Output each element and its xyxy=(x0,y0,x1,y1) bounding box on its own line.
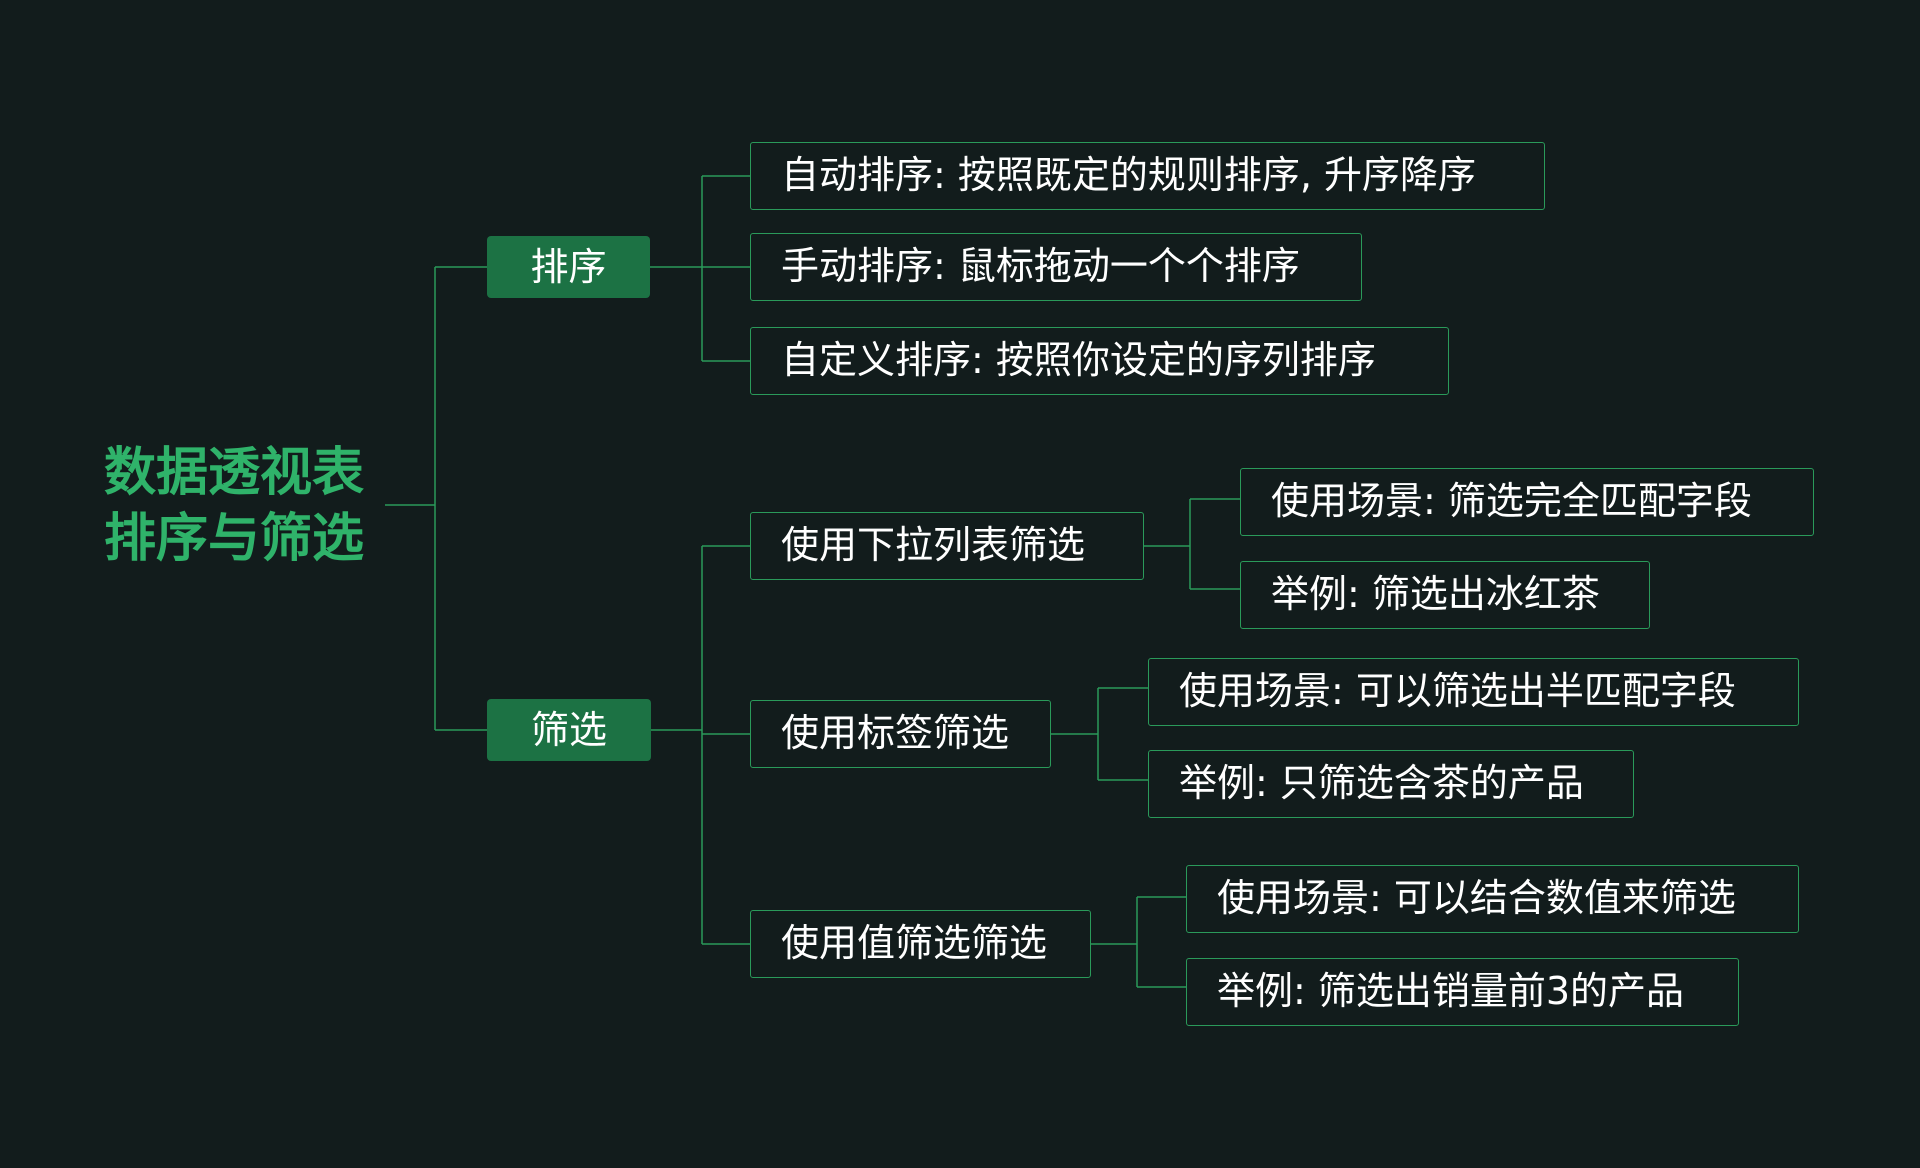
connector-dropdown xyxy=(1144,498,1240,590)
leaf-value-scenario[interactable]: 使用场景: 可以结合数值来筛选 xyxy=(1186,865,1799,933)
node-value-filter[interactable]: 使用值筛选筛选 xyxy=(750,910,1091,978)
leaf-dropdown-scenario[interactable]: 使用场景: 筛选完全匹配字段 xyxy=(1240,468,1814,536)
node-dropdown-filter[interactable]: 使用下拉列表筛选 xyxy=(750,512,1144,580)
leaf-label-scenario[interactable]: 使用场景: 可以筛选出半匹配字段 xyxy=(1148,658,1799,726)
connector-value-filter xyxy=(1091,896,1186,988)
connector-filter xyxy=(651,545,750,945)
leaf-value-example[interactable]: 举例: 筛选出销量前3的产品 xyxy=(1186,958,1739,1026)
branch-filter[interactable]: 筛选 xyxy=(487,699,651,761)
branch-sort[interactable]: 排序 xyxy=(487,236,650,298)
connector-label-filter xyxy=(1051,687,1148,781)
leaf-auto-sort[interactable]: 自动排序: 按照既定的规则排序, 升序降序 xyxy=(750,142,1545,210)
connector-root xyxy=(385,266,487,731)
root-topic-line1: 数据透视表 xyxy=(104,443,365,503)
root-topic[interactable]: 数据透视表 排序与筛选 xyxy=(104,440,394,572)
leaf-label-example[interactable]: 举例: 只筛选含茶的产品 xyxy=(1148,750,1634,818)
connector-sort xyxy=(650,175,750,362)
leaf-manual-sort[interactable]: 手动排序: 鼠标拖动一个个排序 xyxy=(750,233,1362,301)
node-label-filter[interactable]: 使用标签筛选 xyxy=(750,700,1051,768)
root-topic-line2: 排序与筛选 xyxy=(104,509,365,569)
leaf-dropdown-example[interactable]: 举例: 筛选出冰红茶 xyxy=(1240,561,1650,629)
leaf-custom-sort[interactable]: 自定义排序: 按照你设定的序列排序 xyxy=(750,327,1449,395)
